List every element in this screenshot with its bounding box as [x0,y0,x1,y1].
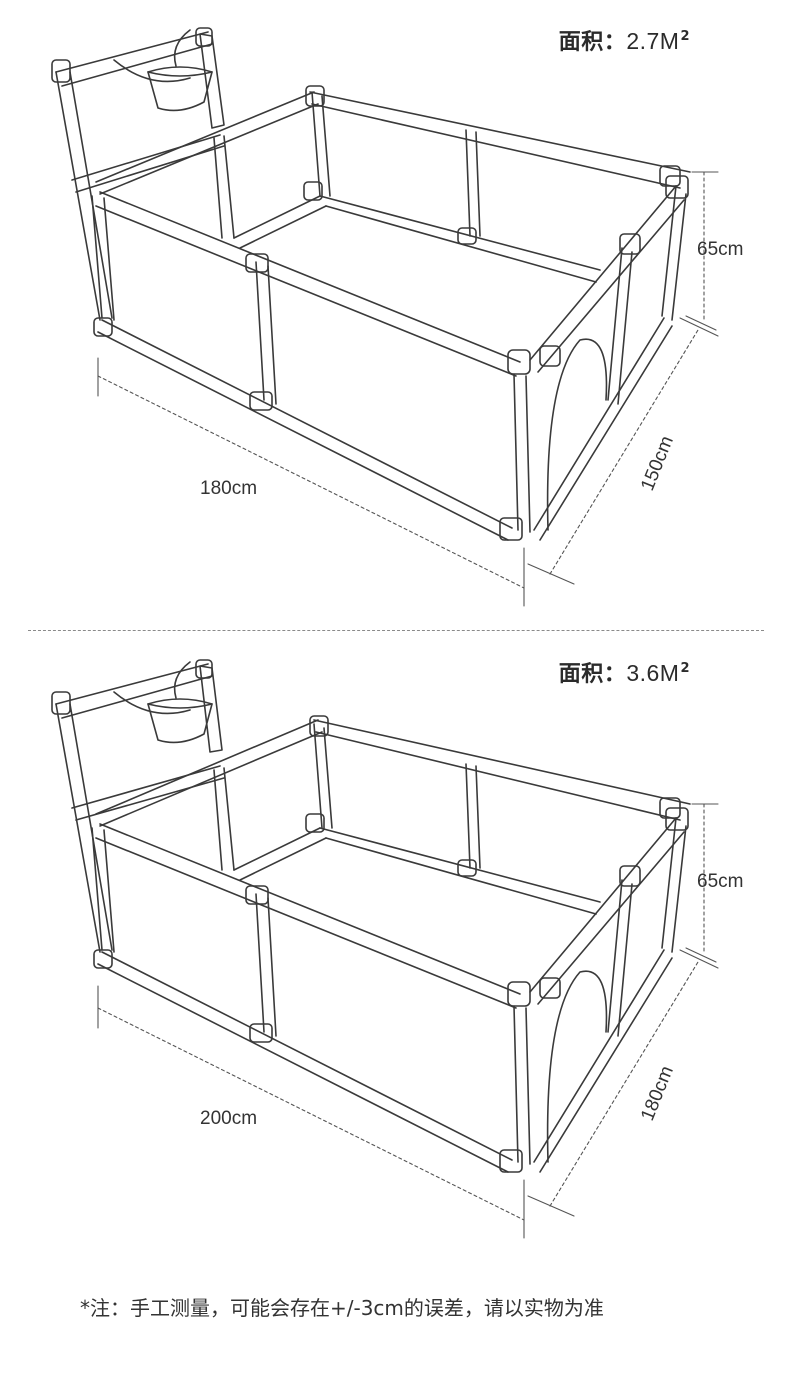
area-superscript: 2 [680,29,690,44]
front-frame [91,823,531,1173]
playpen-diagram-1: 180cm 65cm 150cm [51,27,743,607]
area-superscript: 2 [680,661,690,676]
back-frame [95,715,691,915]
basketball-hoop [51,659,225,953]
front-frame [91,191,531,541]
area-label: 面积： [558,30,627,55]
height-label: 65cm [697,239,743,260]
right-frame [529,175,689,541]
length-label: 200cm [200,1108,257,1129]
area-title-1: 面积：2.7M2 [559,24,690,56]
area-value: 2.7M [626,28,680,54]
measurement-note: *注：手工测量，可能会存在+/-3cm的误差，请以实物为准 [80,1296,604,1320]
area-value: 3.6M [626,660,680,686]
section-divider [28,630,764,631]
right-frame [529,807,689,1173]
area-label: 面积： [558,662,627,687]
dimension-lines [97,803,719,1239]
back-frame [95,85,691,283]
area-title-2: 面积：3.6M2 [559,656,690,688]
basketball-hoop [51,27,225,321]
width-label: 150cm [637,433,678,494]
width-label: 180cm [637,1063,678,1124]
length-label: 180cm [200,478,257,499]
playpen-diagram-2: 200cm 65cm 180cm [51,659,743,1239]
height-label: 65cm [697,871,743,892]
dimension-lines [97,171,719,607]
